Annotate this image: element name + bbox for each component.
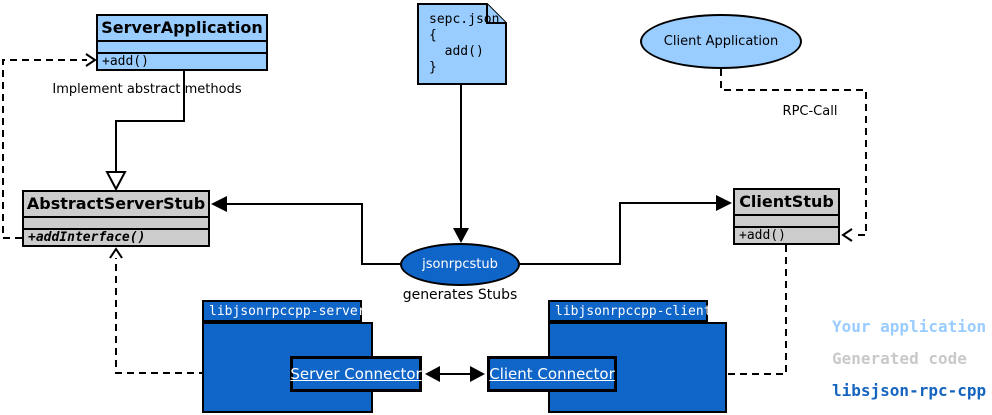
jsonrpcstub-ellipse: jsonrpcstub — [400, 243, 520, 286]
server-connector-label: Server Connector — [290, 365, 422, 383]
note-line: } — [429, 60, 437, 75]
class-attributes-section — [24, 215, 208, 230]
class-title: ClientStub — [739, 192, 834, 212]
folded-corner-icon — [486, 4, 506, 24]
generates-stubs-label: generates Stubs — [402, 287, 518, 303]
note-shape — [417, 3, 507, 85]
legend-libjson-rpc-cpp: libsjson-rpc-cpp — [832, 381, 987, 400]
server-connector-box: Server Connector — [290, 356, 422, 392]
package-client-body — [548, 322, 727, 413]
client-connector-box: Client Connector — [487, 356, 617, 392]
rpc-call-label: RPC-Call — [782, 104, 838, 119]
class-client-stub: ClientStub +add() — [733, 188, 840, 245]
class-method: +add() — [102, 54, 149, 69]
class-abstract-server-stub: AbstractServerStub +addInterface() — [22, 190, 210, 247]
generates-server-stub-arrow — [211, 196, 402, 265]
spec-json-note: sepc.json { add() } — [417, 3, 507, 85]
package-server-tab: libjsonrpccpp-server — [202, 300, 366, 322]
class-title: ServerApplication — [101, 18, 263, 38]
client-connector-label: Client Connector — [489, 365, 615, 383]
note-line: add() — [429, 44, 484, 59]
implement-abstract-methods-label: Implement abstract methods — [52, 82, 242, 97]
class-attributes-section — [98, 39, 266, 54]
note-line: sepc.json — [429, 12, 500, 27]
client-application-label: Client Application — [663, 34, 779, 49]
class-server-application: ServerApplication +add() — [96, 14, 268, 71]
generates-client-stub-arrow — [518, 195, 732, 265]
connector-double-arrow — [425, 366, 485, 382]
jsonrpcstub-label: jsonrpcstub — [422, 257, 498, 272]
class-method: +addInterface() — [28, 230, 146, 245]
class-title: AbstractServerStub — [26, 194, 206, 214]
class-attributes-section — [735, 213, 838, 228]
legend-your-application: Your application — [832, 317, 987, 336]
legend-generated-code: Generated code — [832, 349, 967, 368]
note-text: sepc.json { add() } — [429, 12, 499, 76]
note-line: { — [429, 28, 437, 43]
package-client-tab: libjsonrpccpp-client — [548, 300, 712, 322]
class-method: +add() — [739, 228, 786, 243]
spec-to-stubgen-arrow — [453, 85, 469, 243]
client-application-ellipse: Client Application — [640, 14, 802, 69]
